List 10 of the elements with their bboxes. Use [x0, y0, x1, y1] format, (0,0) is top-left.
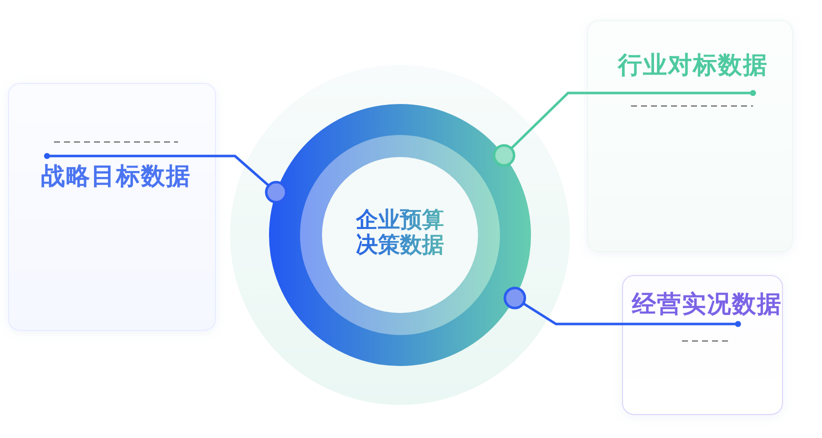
- leader-line: [504, 286, 741, 327]
- card-background: [622, 275, 783, 415]
- card-background: [587, 20, 793, 252]
- card-title: 行业对标数据: [618, 50, 768, 81]
- card-title: 战略目标数据: [41, 161, 191, 192]
- card-background: [8, 83, 216, 331]
- leader-line: [44, 153, 288, 204]
- leader-line: [492, 90, 756, 167]
- ring-circle: [269, 104, 531, 366]
- card-title: 经营实况数据: [632, 289, 782, 320]
